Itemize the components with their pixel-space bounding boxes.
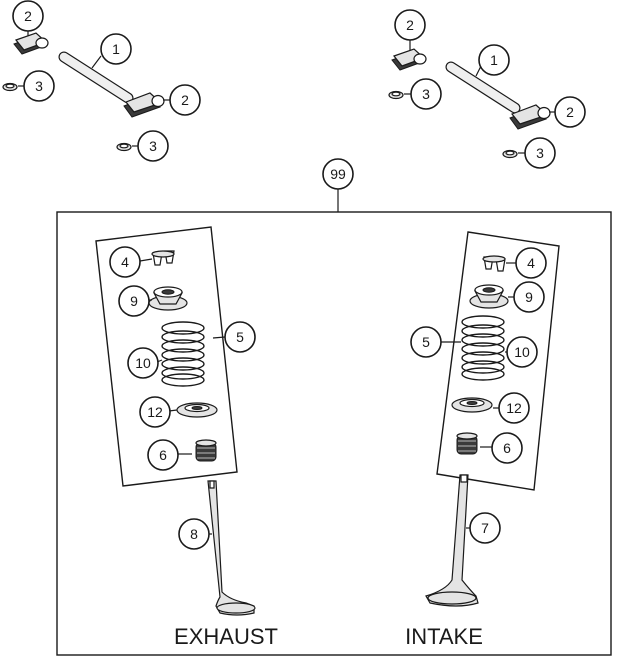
callout-intake-keepers: 4 <box>515 247 547 279</box>
callout-intake-retainer: 9 <box>513 281 545 313</box>
callout-intake-stem-seal: 6 <box>491 432 523 464</box>
exhaust-spring-part <box>161 321 205 387</box>
exhaust-spring-kit-frame <box>95 226 238 487</box>
left-rocker-group: 1 2 3 2 3 <box>2 0 201 162</box>
exhaust-valve-group: 4 9 <box>95 226 278 649</box>
callout-label: 99 <box>330 166 346 182</box>
intake-stem-seal-part <box>456 432 478 455</box>
callout-label: 4 <box>121 254 129 270</box>
exhaust-seat-part <box>176 402 218 418</box>
callout-label: 2 <box>181 92 189 108</box>
right-shim-bottom <box>502 149 518 159</box>
callout-intake-spring-group: 5 <box>410 326 442 358</box>
callout-exhaust-valve: 8 <box>178 518 210 550</box>
exhaust-keepers-part <box>151 250 175 266</box>
callout-exhaust-spring: 10 <box>127 347 159 379</box>
exhaust-valve-part <box>207 480 256 616</box>
intake-retainer-part <box>469 284 509 309</box>
callout-right-rocker-arm-top: 2 <box>394 9 426 41</box>
callout-assembly-99: 99 <box>322 158 354 190</box>
valve-assembly: 99 4 <box>56 158 612 656</box>
right-shim-top <box>388 90 404 100</box>
left-rocker-shaft <box>58 51 134 104</box>
callout-label: 3 <box>422 86 430 102</box>
callout-label: 9 <box>525 289 533 305</box>
right-rocker-arm-bottom <box>509 104 551 130</box>
callout-label: 8 <box>190 526 198 542</box>
callout-label: 6 <box>503 440 511 456</box>
right-rocker-shaft <box>445 61 521 114</box>
callout-intake-valve: 7 <box>469 512 501 544</box>
intake-spring-kit-frame <box>436 231 560 491</box>
callout-label: 10 <box>135 355 151 371</box>
exhaust-stem-seal-part <box>195 439 217 462</box>
right-rocker-arm-top <box>391 48 427 71</box>
callout-right-shim-bottom: 3 <box>524 137 556 169</box>
left-rocker-arm-bottom <box>123 92 165 118</box>
assembly-frame <box>56 211 612 656</box>
callout-exhaust-stem-seal: 6 <box>147 439 179 471</box>
callout-right-rocker-arm-bottom: 2 <box>554 96 586 128</box>
callout-right-rocker-shaft: 1 <box>478 44 510 76</box>
callout-label: 10 <box>514 344 530 360</box>
callout-right-shim-top: 3 <box>410 78 442 110</box>
intake-spring-part <box>461 315 505 381</box>
callout-label: 2 <box>566 104 574 120</box>
callout-left-rocker-shaft: 1 <box>100 33 132 65</box>
callout-label: 1 <box>490 52 498 68</box>
callout-left-shim-top: 3 <box>23 70 55 102</box>
callout-label: 7 <box>481 520 489 536</box>
exhaust-caption: EXHAUST <box>174 624 278 649</box>
callout-exhaust-keepers: 4 <box>109 246 141 278</box>
callout-label: 2 <box>406 17 414 33</box>
callout-label: 12 <box>147 404 163 420</box>
callout-left-shim-bottom: 3 <box>137 130 169 162</box>
callout-left-rocker-arm-top: 2 <box>12 0 44 32</box>
callout-label: 12 <box>506 400 522 416</box>
callout-label: 1 <box>112 41 120 57</box>
intake-seat-part <box>451 397 493 413</box>
callout-label: 5 <box>236 329 244 345</box>
callout-label: 3 <box>149 138 157 154</box>
left-rocker-arm-top <box>13 32 49 55</box>
left-shim-bottom <box>116 142 132 152</box>
callout-intake-seat: 12 <box>498 392 530 424</box>
intake-keepers-part <box>482 255 506 272</box>
callout-label: 5 <box>422 334 430 350</box>
callout-label: 2 <box>24 8 32 24</box>
callout-label: 9 <box>130 293 138 309</box>
exhaust-retainer-part <box>148 286 188 311</box>
callout-exhaust-retainer: 9 <box>118 285 150 317</box>
callout-label: 3 <box>35 78 43 94</box>
callout-label: 4 <box>527 255 535 271</box>
intake-valve-group: 4 9 <box>405 231 560 649</box>
callout-exhaust-seat: 12 <box>139 396 171 428</box>
intake-valve-part <box>425 474 479 607</box>
callout-intake-spring: 10 <box>506 336 538 368</box>
right-rocker-group: 1 2 3 2 3 <box>388 9 586 169</box>
left-shim-top <box>2 82 18 92</box>
callout-label: 6 <box>159 447 167 463</box>
callout-label: 3 <box>536 145 544 161</box>
callout-left-rocker-arm-bottom: 2 <box>169 84 201 116</box>
callout-exhaust-spring-group: 5 <box>224 321 256 353</box>
intake-caption: INTAKE <box>405 624 483 649</box>
